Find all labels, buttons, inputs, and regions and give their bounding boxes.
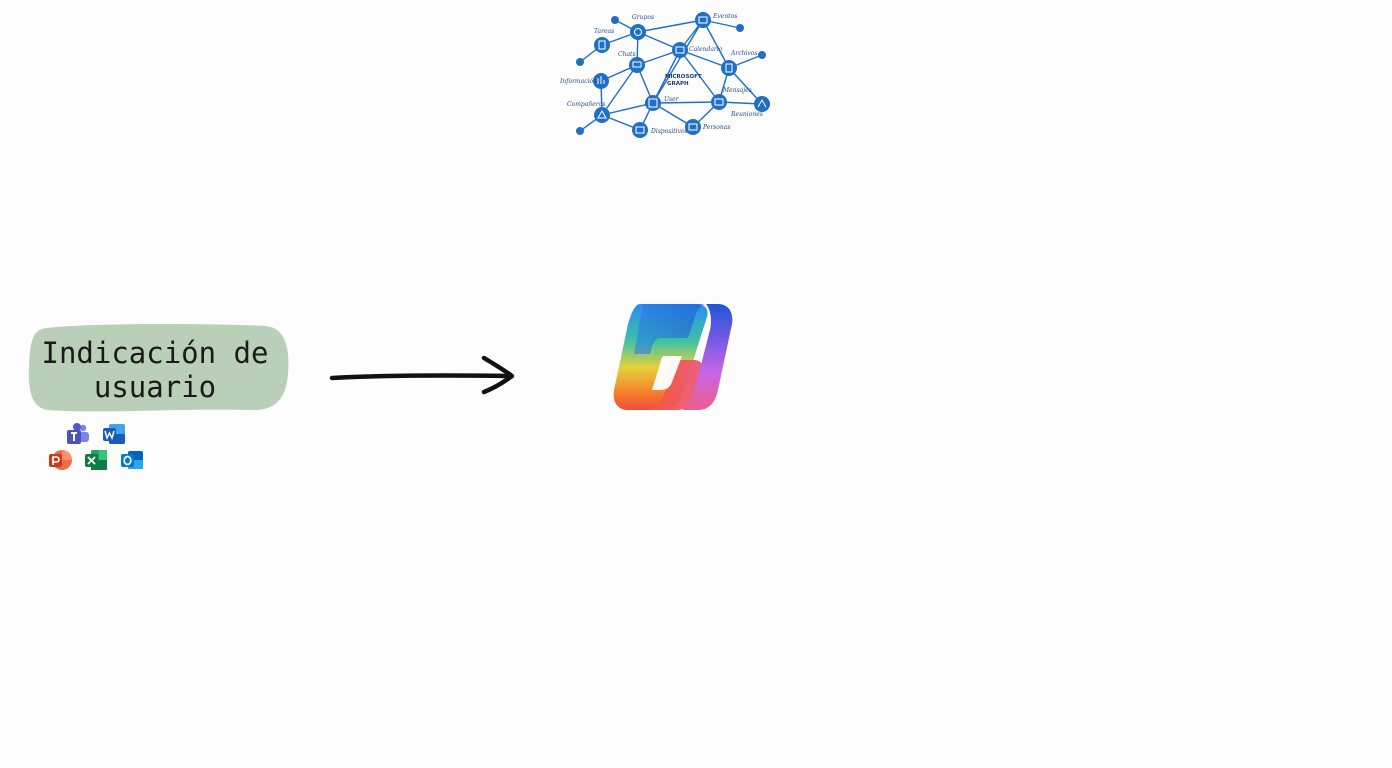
flow-arrow	[328, 350, 520, 400]
label-calendar: Calendario	[689, 46, 723, 53]
label-meetings: Reuniones	[730, 111, 763, 118]
files-node-icon	[721, 60, 737, 76]
meetings-node-icon	[754, 96, 770, 112]
graph-labels: Tareas Grupos Eventos Chats Calendario A…	[559, 13, 763, 135]
graph-node-small	[736, 24, 744, 32]
outlook-icon	[120, 448, 144, 472]
messages-node-icon	[711, 94, 727, 110]
people-node-icon	[685, 119, 701, 135]
excel-icon	[84, 448, 108, 472]
companies-node-icon	[594, 107, 610, 123]
powerpoint-icon	[48, 448, 72, 472]
label-archives: Archivos	[730, 50, 757, 57]
group-node-icon	[630, 24, 646, 40]
devices-node-icon	[632, 122, 648, 138]
graph-center-label-line2: GRAPH	[667, 81, 689, 87]
graph-node-small	[576, 127, 584, 135]
graph-node-glyphs	[597, 16, 767, 134]
events-node-icon	[695, 12, 711, 28]
prompt-label-line2: usuario	[93, 370, 217, 404]
copilot-logo	[610, 300, 736, 414]
label-groups: Grupos	[632, 14, 654, 21]
prompt-blob-shape	[28, 324, 289, 412]
label-chats: Chats	[618, 51, 636, 58]
label-events: Eventos	[712, 13, 737, 20]
chats-node-icon	[629, 57, 645, 73]
user-node-icon	[645, 95, 661, 111]
label-information: Información	[559, 78, 597, 85]
word-icon	[102, 422, 126, 446]
microsoft-graph-network: Tareas Grupos Eventos Chats Calendario A…	[555, 8, 780, 143]
graph-node-small	[576, 58, 584, 66]
graph-node-small	[758, 51, 766, 59]
prompt-label-line1: Indicación de	[41, 336, 269, 370]
label-people: Personas	[702, 124, 730, 131]
tasks-node-icon	[594, 37, 610, 53]
label-user: User	[664, 96, 680, 103]
label-messages: Mensajes	[722, 87, 752, 94]
m365-app-icons	[48, 422, 148, 474]
label-tasks: Tareas	[594, 28, 614, 35]
calendar-node-icon	[672, 42, 688, 58]
user-prompt-node: Indicación de usuario	[28, 322, 290, 414]
label-devices: Dispositivos	[650, 128, 688, 135]
graph-center-label-line1: MICROSOFT	[665, 74, 702, 80]
prompt-label: Indicación de usuario	[28, 336, 282, 404]
graph-node-small	[611, 16, 619, 24]
label-companies: Compañeros	[567, 101, 605, 108]
teams-icon	[66, 422, 90, 446]
